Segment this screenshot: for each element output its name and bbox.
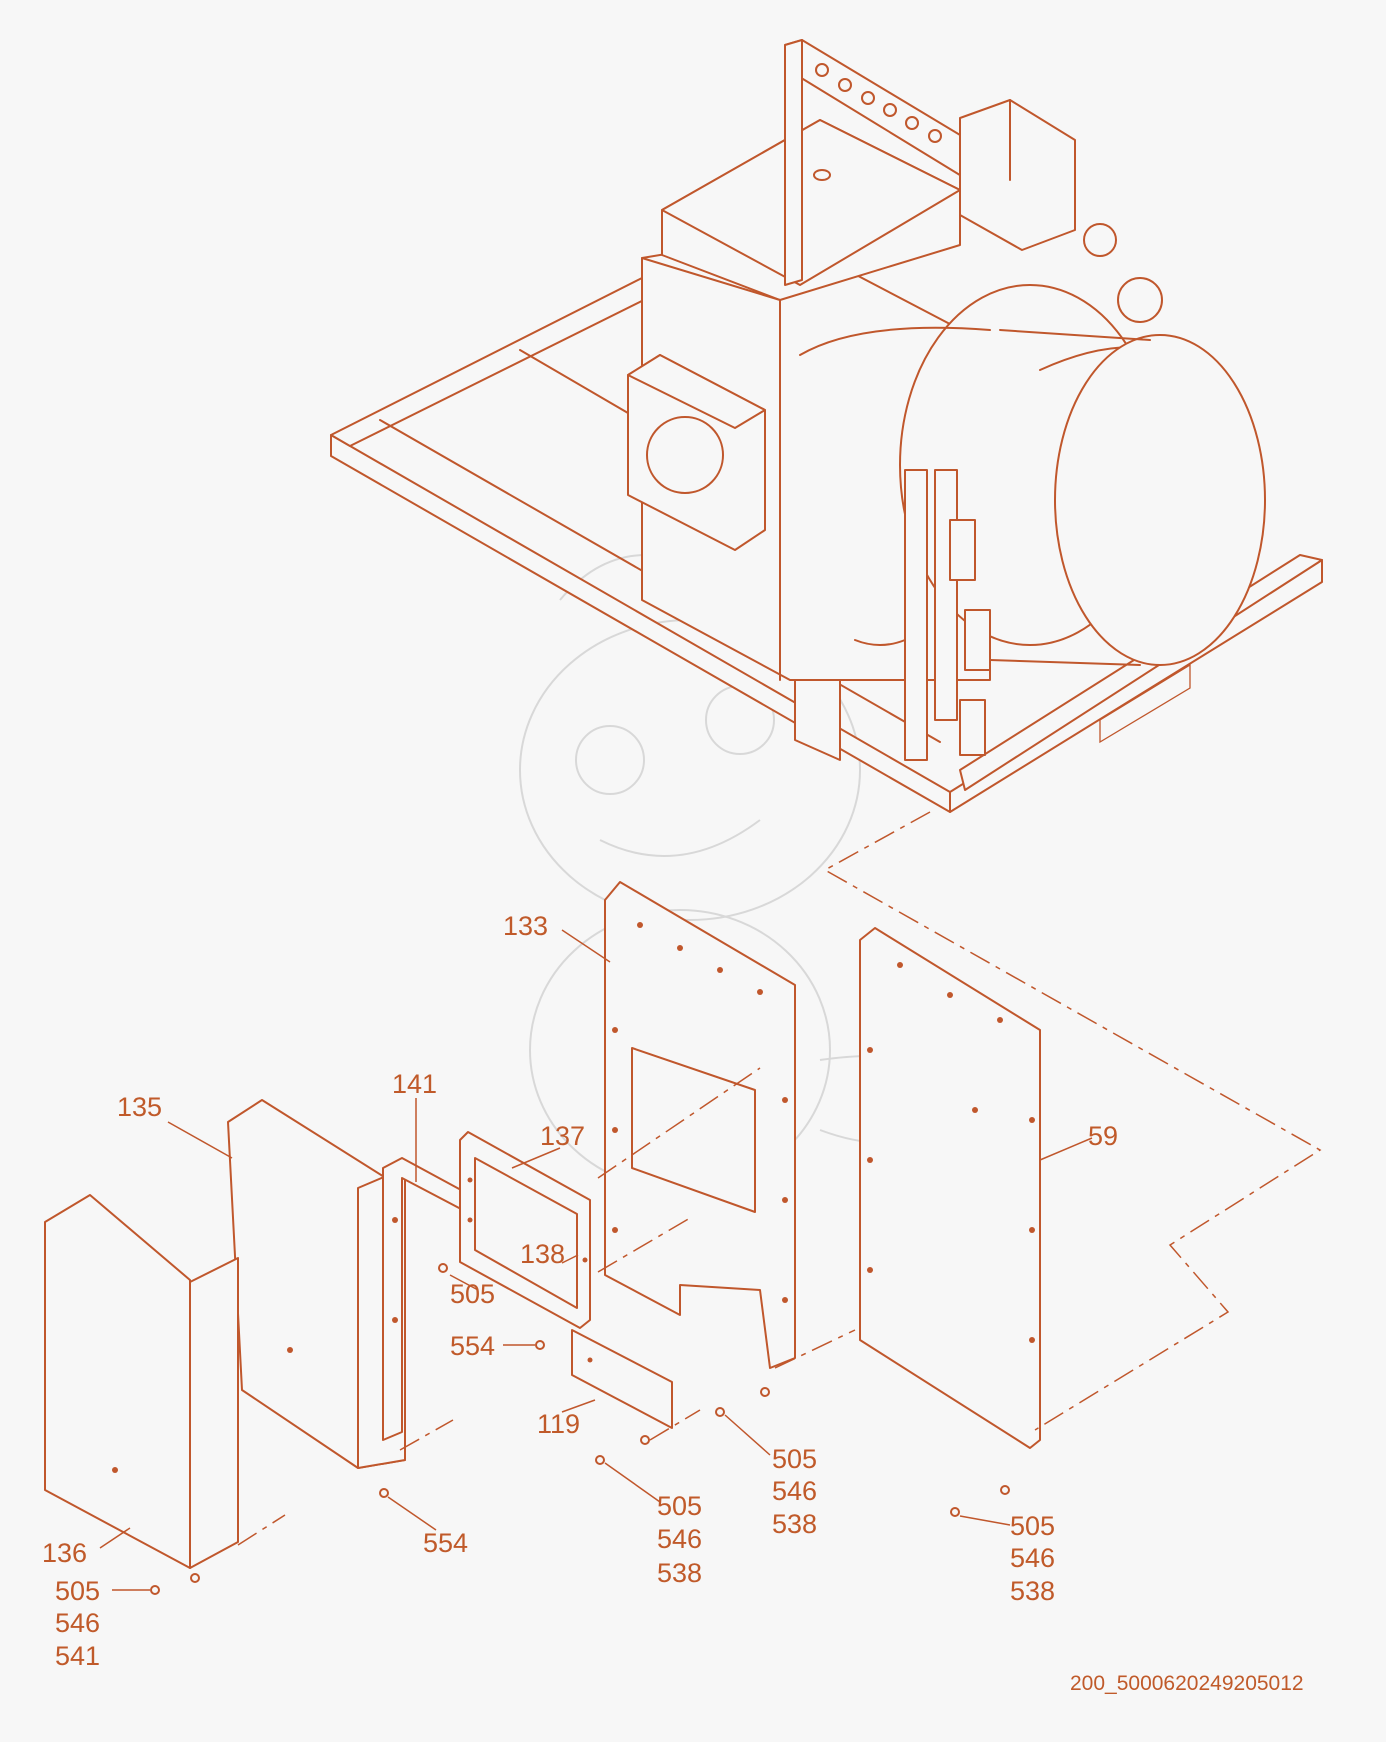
callout-505: 505 [1010, 1511, 1055, 1541]
callout-554: 554 [450, 1331, 495, 1361]
callout-541: 541 [55, 1641, 100, 1671]
callout-59: 59 [1088, 1121, 1118, 1151]
leader-lines [99, 929, 1093, 1591]
callout-135: 135 [117, 1092, 162, 1122]
callout-505: 505 [772, 1444, 817, 1474]
boiler-tank [641, 119, 991, 681]
callout-538: 538 [1010, 1576, 1055, 1606]
callout-546: 546 [772, 1476, 817, 1506]
callout-546: 546 [657, 1524, 702, 1554]
panel-133 [604, 881, 796, 1369]
callout-138: 138 [520, 1239, 565, 1269]
top-bracket-rail [784, 39, 1076, 286]
valve-manifold [799, 326, 991, 761]
assembly-centerlines [237, 811, 1322, 1546]
fastener-group [150, 1263, 1010, 1595]
document-id: 200_5000620249205012 [1070, 1672, 1304, 1695]
callout-labels: 133 135 141 137 59 138 505 554 119 136 5… [42, 911, 1118, 1671]
callout-538: 538 [772, 1509, 817, 1539]
machine-base-frame [330, 277, 1323, 813]
callout-141: 141 [392, 1069, 437, 1099]
inspection-box [627, 354, 766, 551]
callout-505: 505 [450, 1279, 495, 1309]
callout-505: 505 [55, 1576, 100, 1606]
plate-119 [571, 1329, 673, 1429]
callout-136: 136 [42, 1538, 87, 1568]
callout-554: 554 [423, 1528, 468, 1558]
callout-546: 546 [55, 1608, 100, 1638]
callout-505: 505 [657, 1491, 702, 1521]
panel-136 [44, 1194, 239, 1569]
panel-135 [227, 1099, 406, 1469]
callout-133: 133 [503, 911, 548, 941]
callout-119: 119 [537, 1409, 580, 1439]
callout-538: 538 [657, 1558, 702, 1588]
frame-137-138 [459, 1131, 591, 1329]
callout-546: 546 [1010, 1543, 1055, 1573]
panel-59 [859, 927, 1041, 1449]
callout-137: 137 [540, 1121, 585, 1151]
